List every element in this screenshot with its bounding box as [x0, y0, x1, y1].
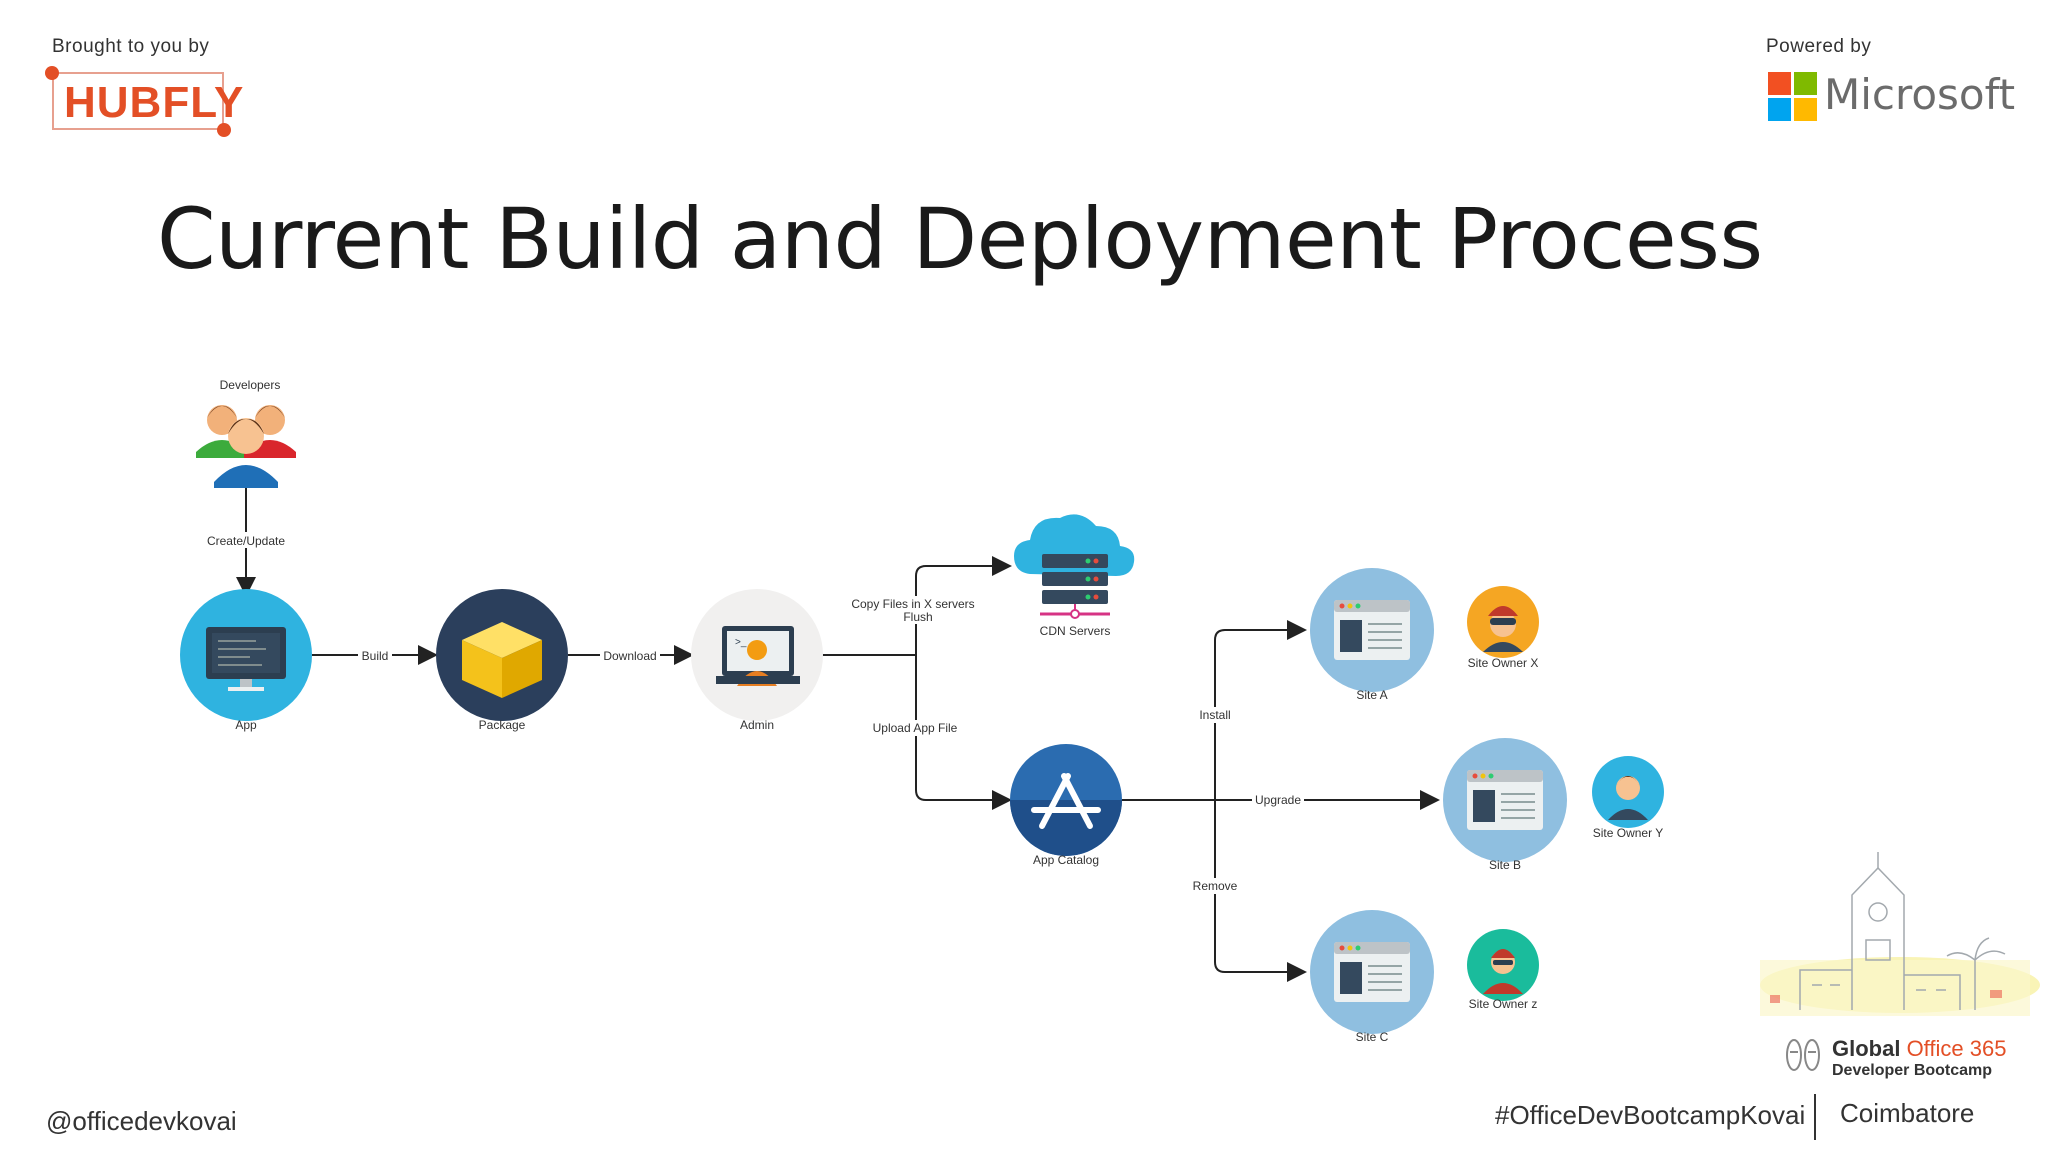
- logo-dot-icon: [217, 123, 231, 137]
- node-label-admin: Admin: [740, 718, 774, 732]
- site-owner-x-icon: [1467, 586, 1539, 658]
- diagram-connectors: [236, 488, 1440, 982]
- logo-dot-icon: [45, 66, 59, 80]
- hubfly-logo-text: HUBFLY: [64, 78, 245, 127]
- edge-label-create-update: Create/Update: [207, 534, 285, 548]
- edge-label-copy-files: Copy Files in X servers: [851, 597, 974, 611]
- bootcamp-footprints-icon: [1786, 1039, 1820, 1071]
- node-label-site-c: Site C: [1356, 1030, 1389, 1044]
- edge-remove: [1214, 800, 1307, 982]
- app-catalog-icon: [1010, 744, 1122, 856]
- site-c-icon: [1310, 910, 1434, 1034]
- node-label-owner-z: Site Owner z: [1469, 997, 1538, 1011]
- microsoft-logo-icon: [1768, 72, 1817, 121]
- edge-label-upgrade: Upgrade: [1255, 793, 1301, 807]
- bootcamp-title-global: Global: [1832, 1036, 1907, 1061]
- edge-label-flush: Flush: [903, 610, 932, 624]
- bootcamp-title-office: Office 365: [1906, 1036, 2007, 1061]
- edge-label-remove: Remove: [1193, 879, 1238, 893]
- site-b-icon: [1443, 738, 1567, 862]
- developers-icon: [196, 405, 296, 488]
- hubfly-logo: HUBFLY: [45, 66, 243, 137]
- twitter-handle: @officedevkovai: [46, 1106, 237, 1136]
- node-label-developers: Developers: [220, 378, 281, 392]
- node-label-owner-y: Site Owner Y: [1593, 826, 1663, 840]
- brought-by-label: Brought to you by: [52, 36, 210, 57]
- site-owner-y-icon: [1592, 756, 1664, 828]
- node-label-site-b: Site B: [1489, 858, 1521, 872]
- node-label-app-catalog: App Catalog: [1033, 853, 1099, 867]
- node-label-app: App: [235, 718, 257, 732]
- svg-text:>_: >_: [735, 637, 747, 648]
- site-owner-z-icon: [1467, 929, 1539, 1001]
- hashtag: #OfficeDevBootcampKovai: [1495, 1100, 1806, 1130]
- admin-node-icon: >_: [691, 589, 823, 721]
- edge-label-build: Build: [362, 649, 389, 663]
- edge-label-download: Download: [603, 649, 656, 663]
- node-label-owner-x: Site Owner X: [1468, 656, 1539, 670]
- bootcamp-title: Global Office 365: [1832, 1036, 2006, 1062]
- cdn-servers-icon: [1014, 514, 1135, 619]
- edge-copy-files: [822, 566, 1010, 656]
- slide-title: Current Build and Deployment Process: [157, 190, 1763, 288]
- city-label: Coimbatore: [1840, 1098, 1975, 1128]
- node-label-site-a: Site A: [1356, 688, 1387, 702]
- site-a-icon: [1310, 568, 1434, 692]
- microsoft-wordmark: Microsoft: [1824, 70, 2016, 119]
- node-label-package: Package: [479, 718, 526, 732]
- edge-install: [1120, 630, 1305, 801]
- app-node-icon: [180, 589, 312, 721]
- landmark-clocktower-icon: [1760, 852, 2040, 1016]
- powered-by-label: Powered by: [1766, 36, 1872, 57]
- edge-upload: [915, 655, 1012, 810]
- footer-divider: [1814, 1094, 1816, 1140]
- edge-label-install: Install: [1199, 708, 1230, 722]
- edge-label-upload: Upload App File: [873, 721, 958, 735]
- package-node-icon: [436, 589, 568, 721]
- bootcamp-subtitle: Developer Bootcamp: [1832, 1062, 1993, 1079]
- node-label-cdn: CDN Servers: [1040, 624, 1111, 638]
